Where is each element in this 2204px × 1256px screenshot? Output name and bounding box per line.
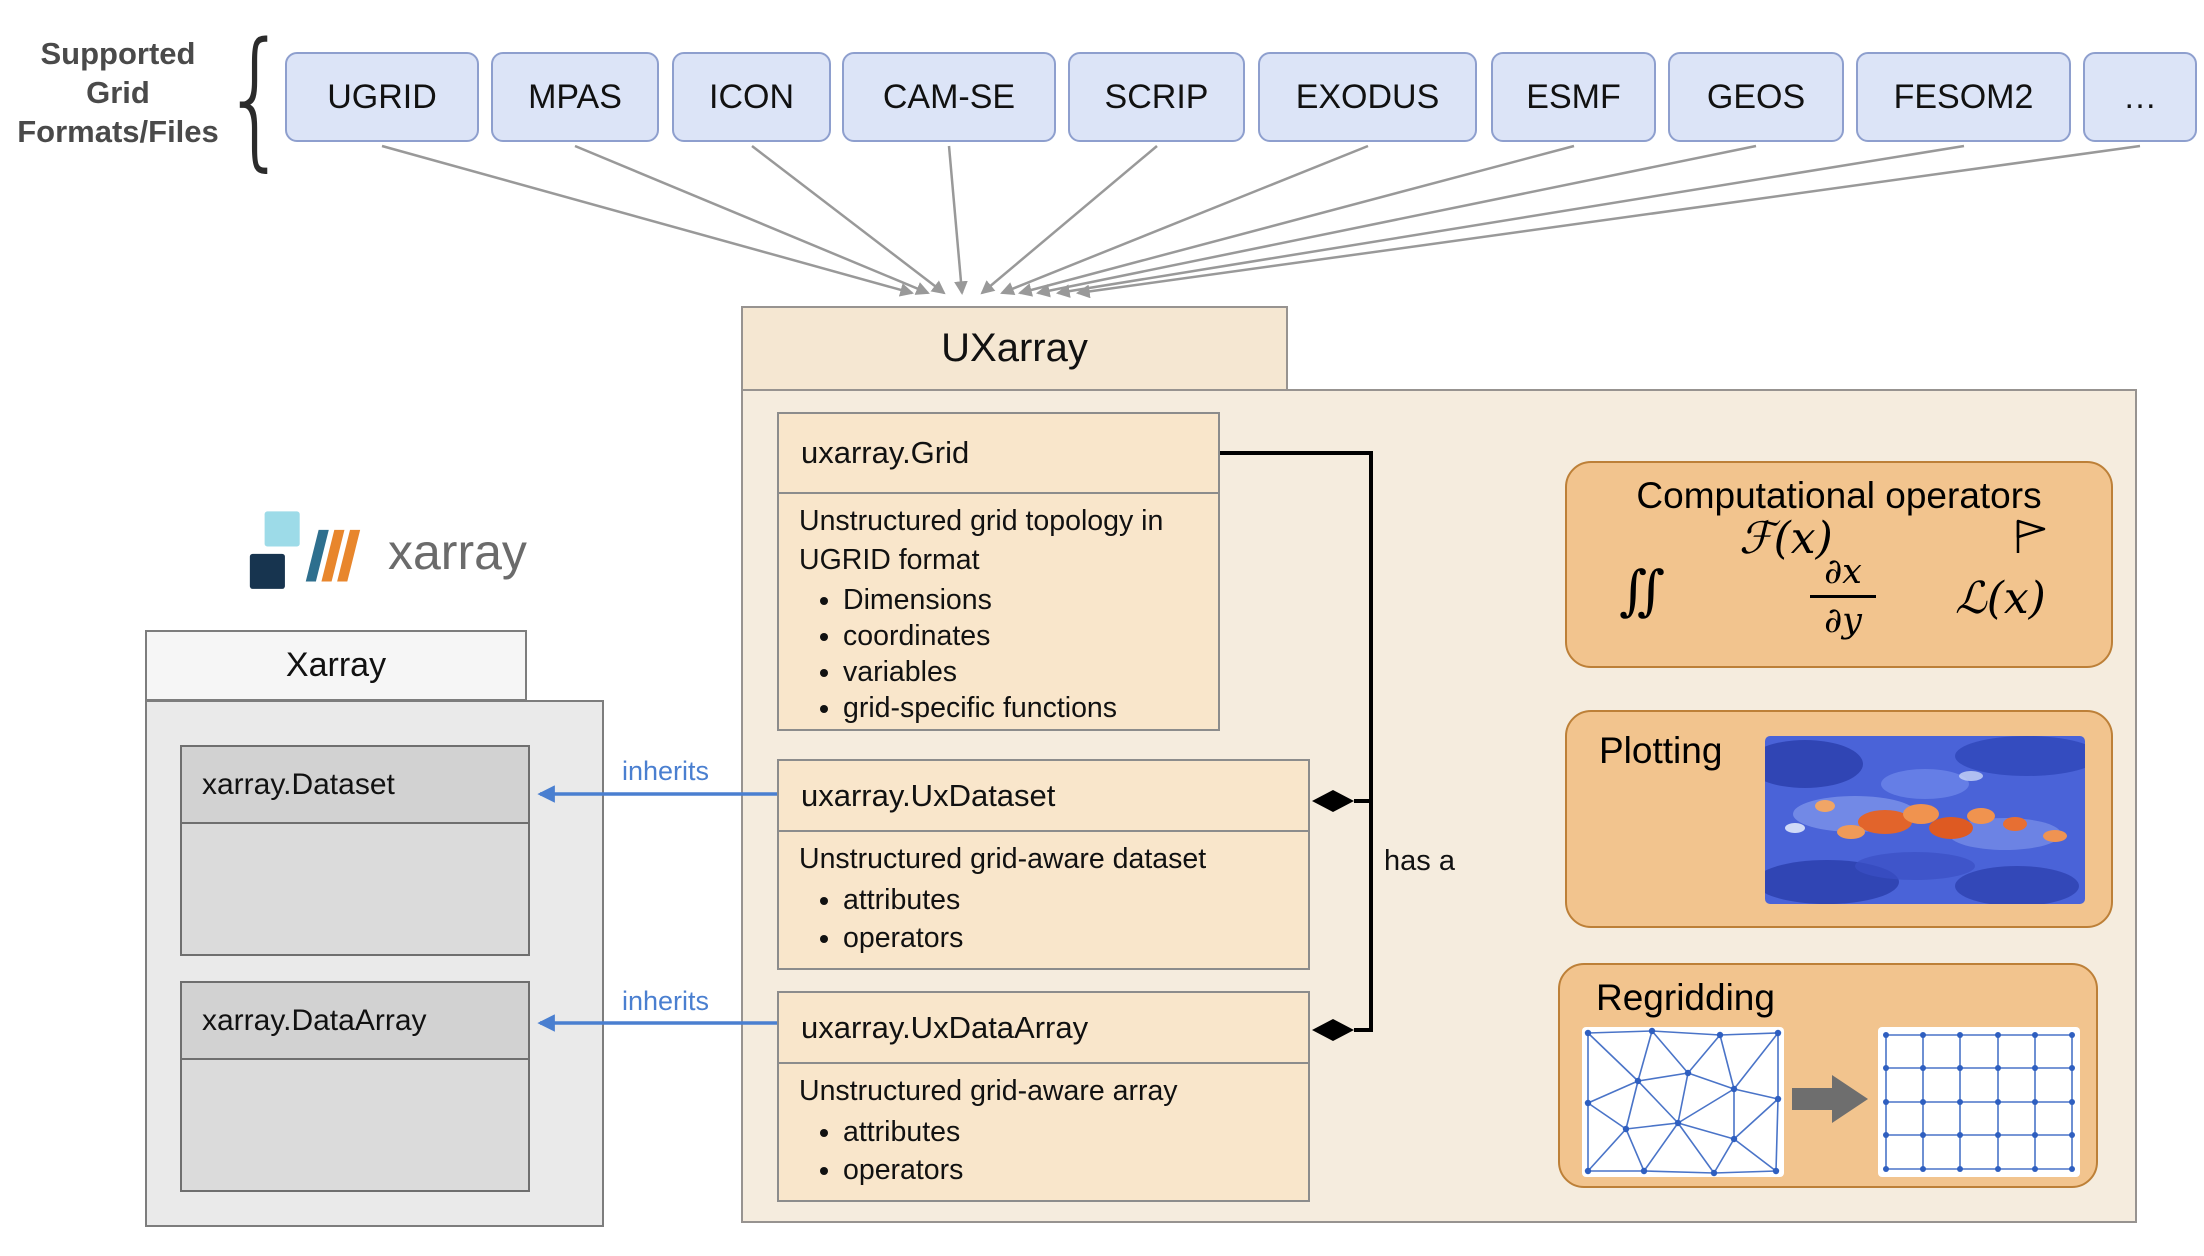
fraction-bar <box>1810 595 1876 598</box>
flag-icon <box>2016 519 2046 553</box>
bullet-item: Dimensions <box>843 582 1198 618</box>
format-box-icon: ICON <box>672 52 831 142</box>
uxarray-uxdataset-box: uxarray.UxDataset Unstructured grid-awar… <box>777 759 1310 970</box>
inherits-label: inherits <box>622 986 710 1016</box>
uxarray-uxdataset-bullets: attributesoperators <box>799 881 1288 957</box>
bullet-item: grid-specific functions <box>843 690 1198 726</box>
uxarray-title-box: UXarray <box>741 306 1288 391</box>
format-box-fesom2: FESOM2 <box>1856 52 2071 142</box>
has-a-label: has a <box>1384 845 1455 877</box>
xarray-title-box: Xarray <box>145 630 527 701</box>
xarray-dataarray-box: xarray.DataArray <box>180 981 530 1192</box>
format-box-ugrid: UGRID <box>285 52 479 142</box>
plot-map-image <box>1765 736 2085 904</box>
bullet-item: operators <box>843 919 1288 957</box>
xarray-dataarray-title: xarray.DataArray <box>182 983 528 1060</box>
uxarray-uxdataarray-body: Unstructured grid-aware array attributes… <box>779 1064 1308 1189</box>
math-double-integral: ∬ <box>1619 559 1665 622</box>
uxarray-grid-bullets: Dimensionscoordinatesvariablesgrid-speci… <box>799 582 1198 726</box>
xarray-title-text: Xarray <box>285 646 387 684</box>
curly-brace: { <box>222 10 289 186</box>
regridding-panel: Regridding <box>1558 963 2098 1188</box>
xarray-logo-icon <box>249 511 361 589</box>
math-l-of-x: ℒ(x) <box>1955 573 2046 624</box>
uxarray-grid-box: uxarray.Grid Unstructured grid topology … <box>777 412 1220 731</box>
inherits-label: inherits <box>622 756 710 786</box>
plotting-title: Plotting <box>1599 730 1723 771</box>
unstructured-mesh-image <box>1582 1027 1784 1177</box>
xarray-dataset-title: xarray.Dataset <box>182 747 528 824</box>
xarray-logo: xarray <box>248 506 527 598</box>
label-line-3: Formats/Files <box>17 114 219 149</box>
uxarray-grid-title: uxarray.Grid <box>779 414 1218 494</box>
uxarray-uxdataarray-title: uxarray.UxDataArray <box>779 993 1308 1064</box>
format-box-scrip: SCRIP <box>1068 52 1245 142</box>
supported-formats-label: Supported Grid Formats/Files <box>6 34 230 151</box>
format-box-exodus: EXODUS <box>1258 52 1477 142</box>
computational-operators-title: Computational operators <box>1636 475 2042 516</box>
uxarray-uxdataarray-bullets: attributesoperators <box>799 1113 1288 1189</box>
xarray-logo-text: xarray <box>388 524 527 580</box>
uxarray-uxdataset-description: Unstructured grid-aware dataset <box>799 843 1207 875</box>
math-f-of-x: ℱ(x) <box>1739 513 1833 564</box>
uxarray-grid-body: Unstructured grid topology in UGRID form… <box>779 494 1218 726</box>
computational-operators-panel: Computational operators ℱ(x) ∬ ∂x ∂y ℒ(x… <box>1565 461 2113 668</box>
label-line-1: Supported <box>40 36 196 71</box>
regrid-arrow-icon <box>1792 1075 1868 1123</box>
fraction-denominator: ∂y <box>1824 601 1862 641</box>
uxarray-uxdataarray-box: uxarray.UxDataArray Unstructured grid-aw… <box>777 991 1310 1202</box>
xarray-dataset-box: xarray.Dataset <box>180 745 530 956</box>
bullet-item: attributes <box>843 881 1288 919</box>
plotting-panel: Plotting <box>1565 710 2113 928</box>
math-partial-derivative: ∂x ∂y <box>1810 551 1876 642</box>
uxarray-uxdataarray-description: Unstructured grid-aware array <box>799 1075 1178 1107</box>
format-box-mpas: MPAS <box>491 52 659 142</box>
format-box-more: … <box>2083 52 2197 142</box>
format-box-cam-se: CAM-SE <box>842 52 1056 142</box>
fraction-numerator: ∂x <box>1824 552 1862 592</box>
uxarray-title-text: UXarray <box>941 326 1088 370</box>
format-box-esmf: ESMF <box>1491 52 1656 142</box>
bullet-item: variables <box>843 654 1198 690</box>
uxarray-grid-description: Unstructured grid topology in UGRID form… <box>799 505 1164 576</box>
bullet-item: coordinates <box>843 618 1198 654</box>
uxarray-uxdataset-title: uxarray.UxDataset <box>779 761 1308 832</box>
bullet-item: operators <box>843 1151 1288 1189</box>
regridding-title: Regridding <box>1596 977 1775 1018</box>
format-arrows <box>381 144 2141 299</box>
structured-grid-image <box>1878 1027 2080 1177</box>
format-box-geos: GEOS <box>1668 52 1844 142</box>
uxarray-uxdataset-body: Unstructured grid-aware dataset attribut… <box>779 832 1308 957</box>
label-line-2: Grid <box>86 75 150 110</box>
bullet-item: attributes <box>843 1113 1288 1151</box>
